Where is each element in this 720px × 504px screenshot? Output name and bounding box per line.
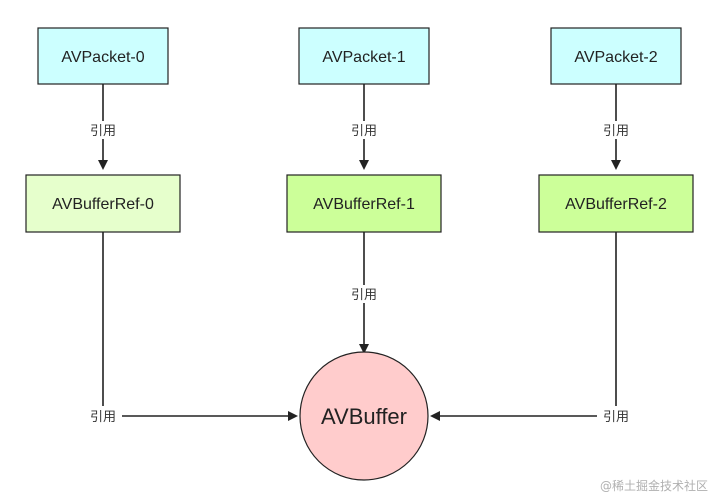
edge-ref1-to-buffer: 引用 [345,232,383,354]
edge-label-packet2-ref2: 引用 [603,124,629,139]
ref-box-1-label: AVBufferRef-1 [313,196,415,213]
packet-box-2-shape [550,27,682,85]
ref-box-1: AVBufferRef-1 [286,174,442,233]
edge-packet1-to-ref1: 引用 [345,84,383,170]
edge-label-packet1-ref1: 引用 [351,124,377,139]
buffer-circle [299,351,429,481]
ref-box-2-shape [538,174,694,233]
packet-box-0: AVPacket-0 [37,27,169,85]
ref-box-0-label: AVBufferRef-0 [52,196,154,213]
ref-box-2: AVBufferRef-2 [538,174,694,233]
packet-box-1: AVPacket-1 [298,27,430,85]
buffer-node: AVBuffer [299,351,429,481]
edge-ref2-to-buffer: 引用 [430,232,635,426]
packet-box-2: AVPacket-2 [550,27,682,85]
packet-box-2-label: AVPacket-2 [574,49,657,66]
packet-box-0-shape [37,27,169,85]
edge-packet0-to-ref0: 引用 [84,84,122,170]
edge-packet2-to-ref2: 引用 [597,84,635,170]
packet-box-1-label: AVPacket-1 [322,49,405,66]
watermark-text: @稀土掘金技术社区 [599,479,708,493]
edge-label-ref2-buffer: 引用 [603,410,629,425]
buffer-label: AVBuffer [321,404,407,429]
packet-box-0-label: AVPacket-0 [61,49,144,66]
edge-label-packet0-ref0: 引用 [90,124,116,139]
ref-box-1-shape [286,174,442,233]
edge-label-ref1-buffer: 引用 [351,288,377,303]
ref-box-0-shape [25,174,181,233]
ref-box-2-label: AVBufferRef-2 [565,196,667,213]
ref-box-0: AVBufferRef-0 [25,174,181,233]
edge-ref0-to-buffer: 引用 [84,232,298,426]
packet-box-1-shape [298,27,430,85]
edge-label-ref0-buffer: 引用 [90,410,116,425]
